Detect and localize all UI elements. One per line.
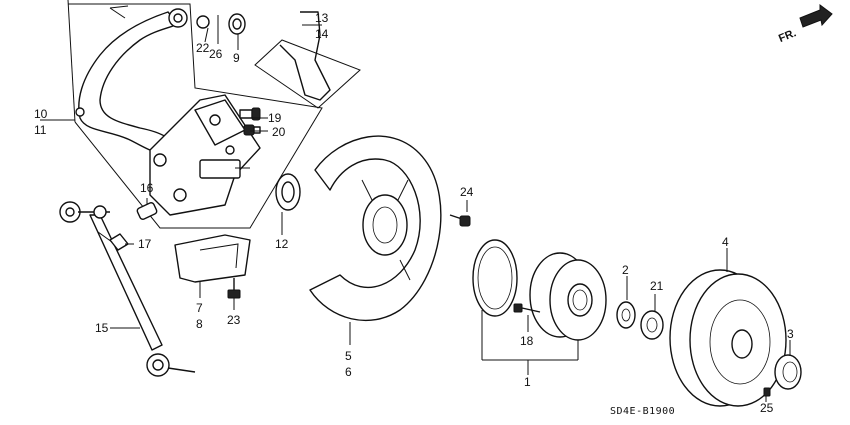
label-25: 25 <box>760 401 774 415</box>
nut-20 <box>243 124 261 136</box>
label-10: 10 <box>34 107 48 121</box>
upper-control-arm <box>75 8 188 154</box>
label-9: 9 <box>233 51 240 65</box>
diagram-code: SD4E-B1900 <box>610 406 675 417</box>
label-24: 24 <box>460 185 474 199</box>
bracket-13-14 <box>254 11 361 109</box>
leader-lines <box>40 24 791 402</box>
label-6: 6 <box>345 365 352 379</box>
lateral-link <box>59 201 196 377</box>
bolt-24 <box>449 214 471 227</box>
label-20: 20 <box>272 125 286 139</box>
upper-arm-group-outline <box>67 0 323 229</box>
label-23: 23 <box>227 313 241 327</box>
bolt-19 <box>239 107 261 121</box>
label-4: 4 <box>722 235 729 249</box>
label-15: 15 <box>95 321 109 335</box>
part-16-bushing <box>136 202 158 220</box>
direction-label: FR. <box>777 27 798 45</box>
washer-2 <box>616 301 636 329</box>
label-18: 18 <box>520 334 534 348</box>
label-16: 16 <box>140 181 154 195</box>
label-14: 14 <box>315 27 329 41</box>
cover-7-8 <box>174 234 251 283</box>
brake-drum <box>669 269 787 407</box>
label-1: 1 <box>524 375 531 389</box>
bolt-18 <box>513 303 541 313</box>
label-26: 26 <box>209 47 223 61</box>
abs-tone-ring <box>472 239 518 317</box>
label-2: 2 <box>622 263 629 277</box>
label-22: 22 <box>196 41 210 55</box>
label-7: 7 <box>196 301 203 315</box>
label-8: 8 <box>196 317 203 331</box>
hub-bearing <box>529 252 607 341</box>
label-11: 11 <box>34 123 47 137</box>
small-parts-22-26-9 <box>196 13 246 35</box>
bolt-23 <box>227 278 241 299</box>
label-5: 5 <box>345 349 352 363</box>
seal-12 <box>275 173 301 211</box>
screw-25 <box>763 387 771 397</box>
knuckle-bracket <box>149 94 261 216</box>
label-3: 3 <box>787 327 794 341</box>
front-direction-arrow: FR. <box>777 4 833 45</box>
nut-21 <box>640 310 664 340</box>
label-17: 17 <box>138 237 152 251</box>
label-19: 19 <box>268 111 282 125</box>
label-12: 12 <box>275 237 289 251</box>
label-13: 13 <box>315 11 329 25</box>
label-21: 21 <box>650 279 664 293</box>
splash-shield <box>309 135 442 322</box>
hub-cap-3 <box>774 354 802 390</box>
